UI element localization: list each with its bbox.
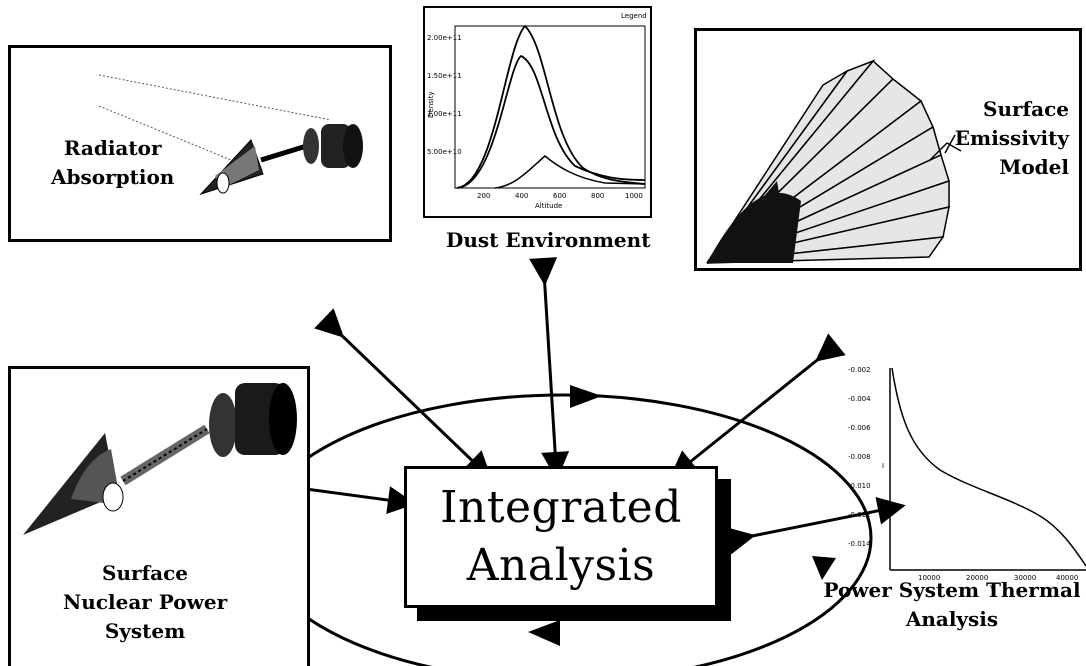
radiator-label-line2: Absorption xyxy=(51,165,175,189)
radiator-absorption-label: Radiator Absorption xyxy=(51,134,174,192)
cycle-arrowhead-top xyxy=(570,385,602,408)
arrow-dust-to-center xyxy=(529,257,570,480)
surface-emissivity-label: Surface Emissivity Model xyxy=(955,95,1069,182)
dust-x-axis-label: Altitude xyxy=(535,202,562,210)
dust-x-tick: 600 xyxy=(553,192,566,200)
cycle-arrowhead-bottom xyxy=(528,620,560,646)
dust-y-ticks: 2.00e+11 1.50e+11 1.00e+11 5.00e+10 xyxy=(427,34,462,156)
integrated-analysis-box: Integrated Analysis xyxy=(404,466,718,608)
dust-y-tick: 2.00e+11 xyxy=(427,34,462,42)
arrow-emissivity-to-center xyxy=(669,333,846,479)
arrow-radiator-to-center xyxy=(314,308,493,480)
dust-x-tick: 800 xyxy=(591,192,604,200)
power-system-thermal-analysis-label: Power System Thermal Analysis xyxy=(818,576,1086,634)
dust-y-axis-label: Density xyxy=(427,91,435,118)
emissivity-label-line3: Model xyxy=(999,155,1069,179)
nuclear-label-line3: System xyxy=(104,619,186,643)
emissivity-fan-illustration xyxy=(706,59,962,264)
dust-x-tick: 200 xyxy=(477,192,490,200)
nuclear-label-line1: Surface xyxy=(102,561,189,585)
center-title-line1: Integrated xyxy=(440,482,682,533)
dust-environment-chart-panel: 2.00e+11 1.50e+11 1.00e+11 5.00e+10 200 … xyxy=(423,6,652,218)
radiator-illustration xyxy=(98,74,363,196)
nuclear-label-line2: Nuclear Power xyxy=(63,590,228,614)
center-title-line2: Analysis xyxy=(466,540,656,591)
dust-x-ticks: 200 400 600 800 1000 xyxy=(477,192,643,200)
nuclear-power-system-label: Surface Nuclear Power System xyxy=(63,559,227,646)
dust-y-tick: 1.00e+11 xyxy=(427,110,462,118)
dust-curve-low xyxy=(494,155,646,189)
emissivity-label-line1: Surface xyxy=(983,97,1069,121)
dust-x-tick: 400 xyxy=(515,192,528,200)
dust-environment-chart: 2.00e+11 1.50e+11 1.00e+11 5.00e+10 200 … xyxy=(427,12,647,210)
thermal-label-line2: Analysis xyxy=(905,607,999,631)
dust-curve-outer xyxy=(456,24,646,189)
radiator-label-line1: Radiator xyxy=(63,136,162,160)
dust-y-tick: 1.50e+11 xyxy=(427,72,462,80)
nuclear-power-illustration xyxy=(23,383,297,535)
nuclear-power-system-panel: Surface Nuclear Power System xyxy=(8,366,310,666)
radiator-absorption-panel: Radiator Absorption xyxy=(8,45,392,242)
emissivity-label-line2: Emissivity xyxy=(954,126,1069,150)
dust-curve-inner xyxy=(456,54,646,189)
dust-environment-label: Dust Environment xyxy=(446,228,651,252)
cycle-arrowhead-right xyxy=(812,556,836,580)
dust-legend-title: Legend xyxy=(621,12,647,20)
thermal-label-line1: Power System Thermal xyxy=(823,578,1081,602)
arrow-thermal-to-center xyxy=(725,497,906,555)
surface-emissivity-panel: Surface Emissivity Model xyxy=(694,28,1082,271)
dust-x-tick: 1000 xyxy=(625,192,643,200)
dust-y-tick: 5.00e+10 xyxy=(427,148,462,156)
